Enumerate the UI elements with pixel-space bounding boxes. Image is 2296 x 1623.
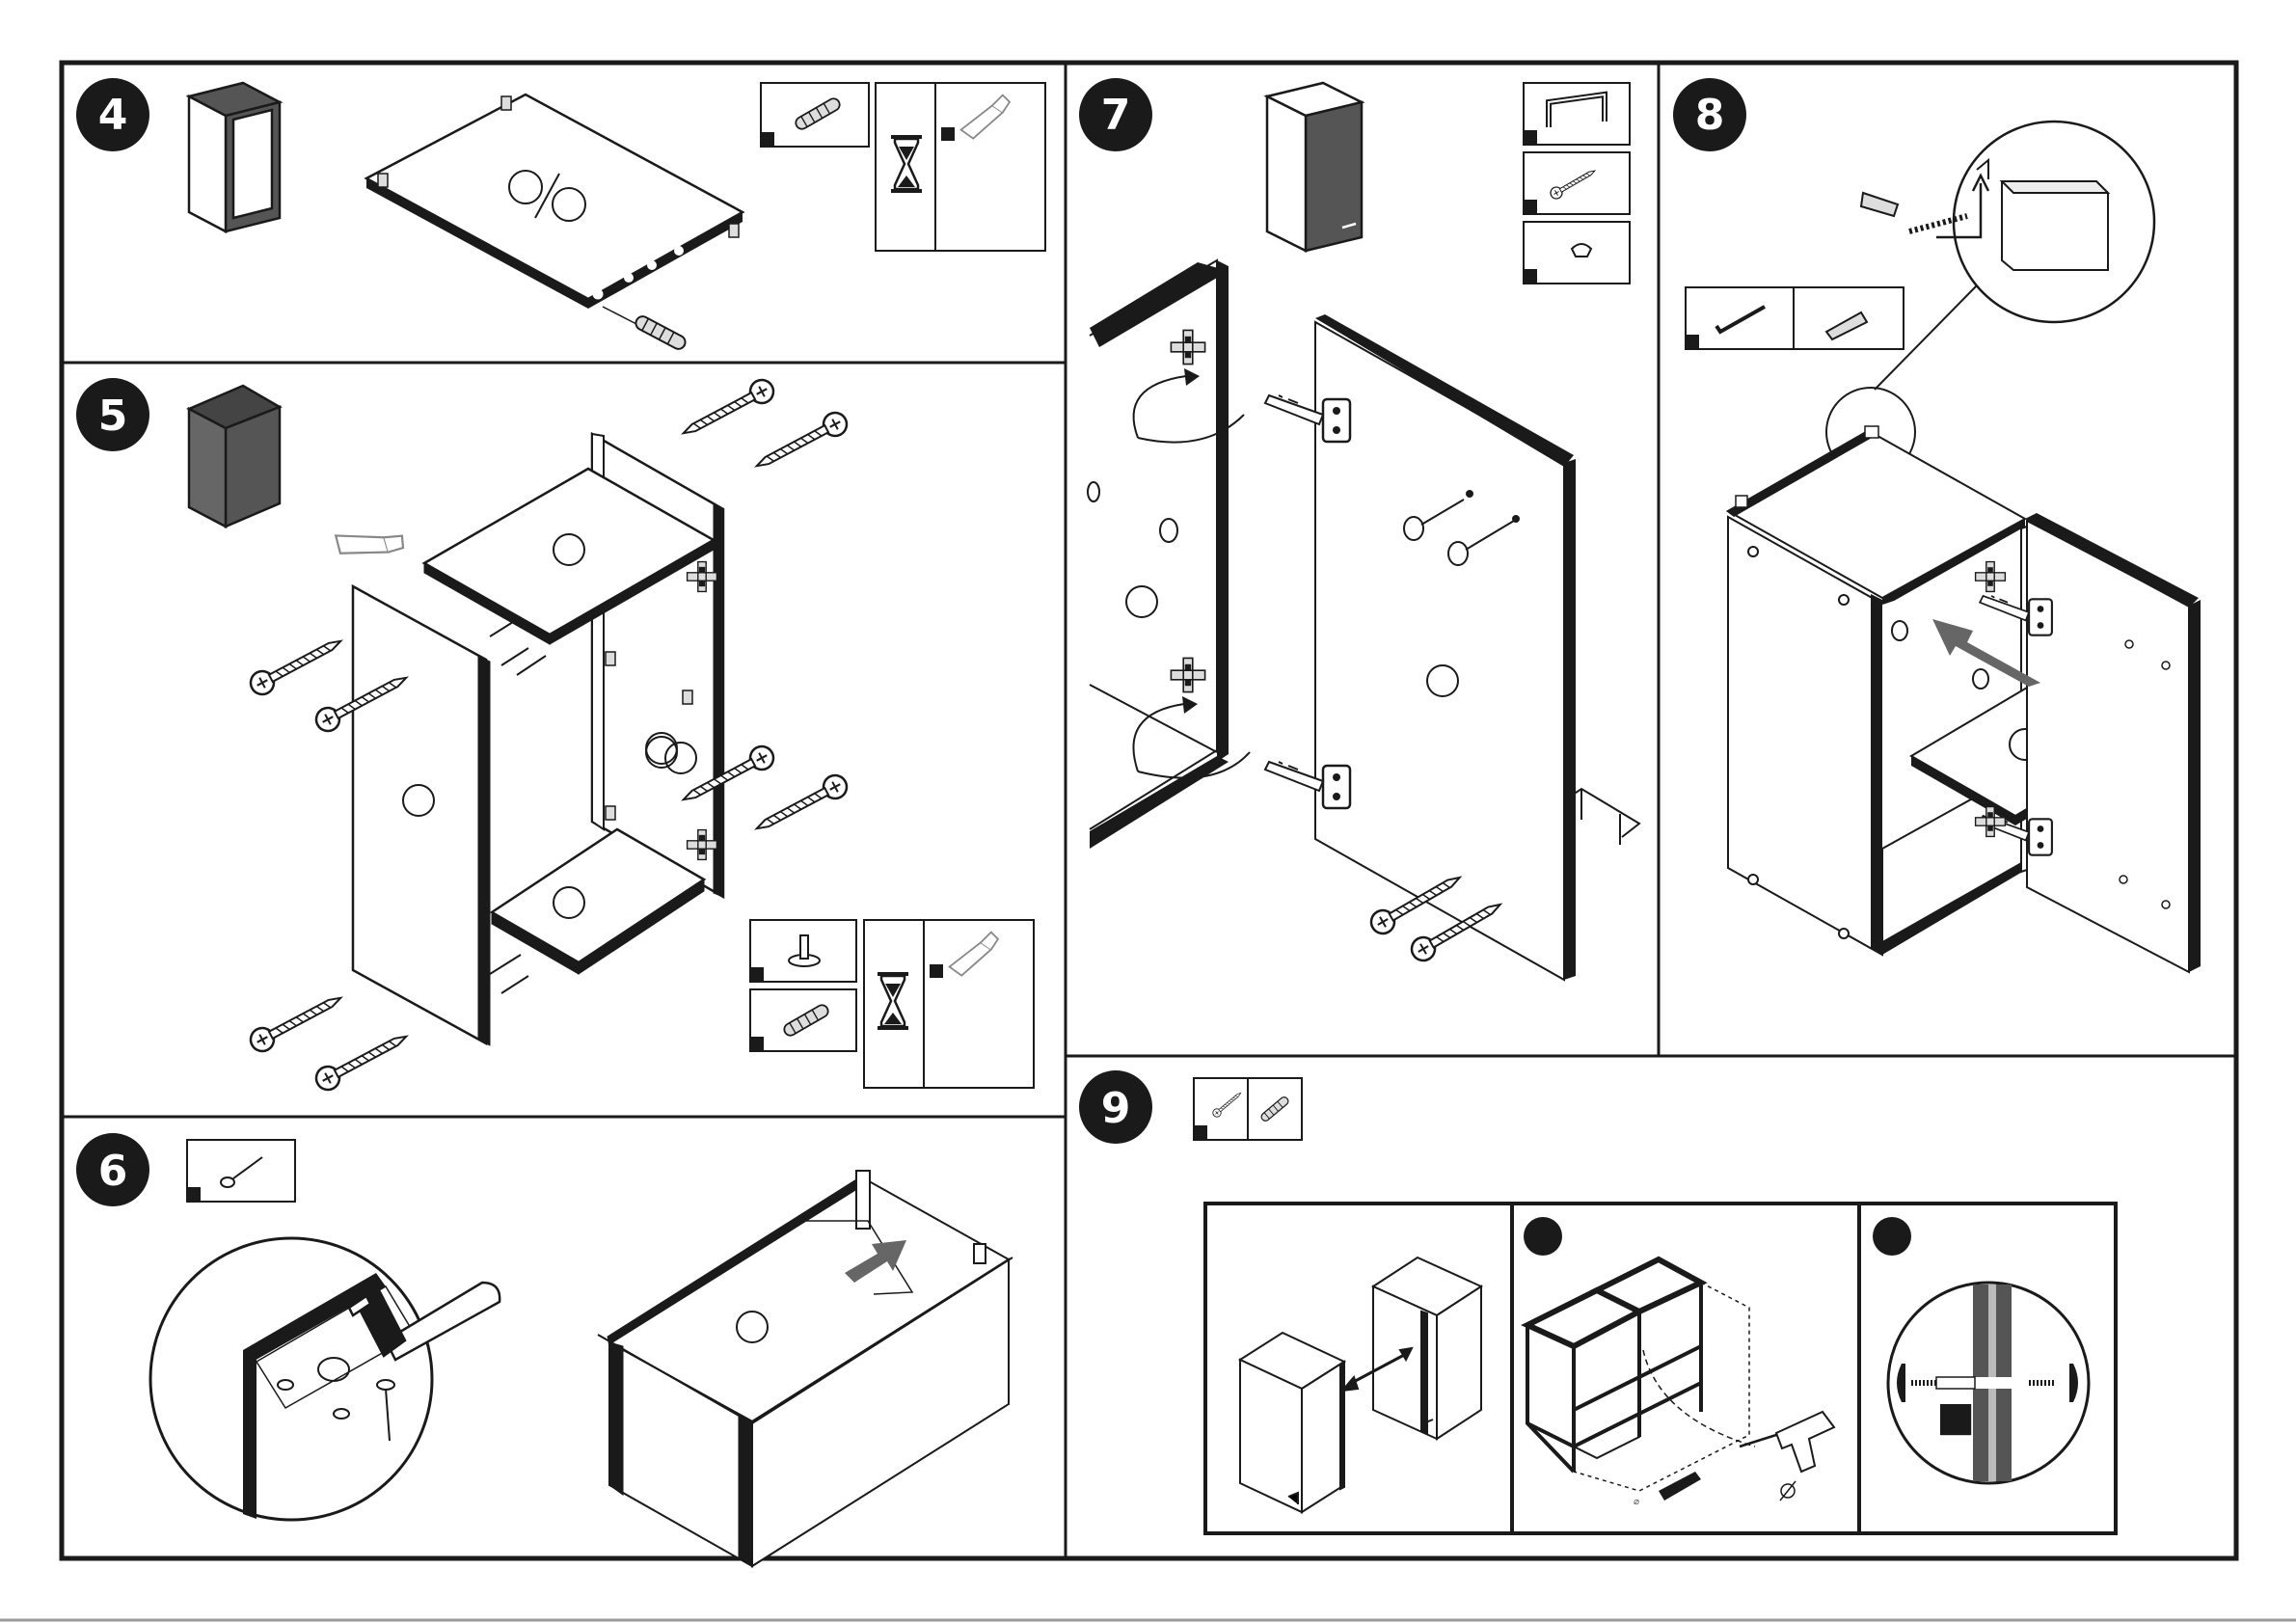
screw-icon xyxy=(312,1026,412,1094)
hanging-cabinet-assembled xyxy=(1726,388,2201,972)
cabinet-thumbnail-icon xyxy=(189,386,280,527)
wall-hanger-detail-circle xyxy=(1861,122,2154,390)
step-7-panel: 7 xyxy=(1079,78,1639,980)
cabinet-thumbnail-icon xyxy=(189,83,280,231)
drawing-note: ⌀ xyxy=(1634,1497,1639,1507)
hinge-icon xyxy=(1265,395,1350,442)
step-4-panel: 4 xyxy=(76,78,1045,351)
step-9-number: 9 xyxy=(1101,1084,1131,1133)
step-8-panel: 8 xyxy=(1673,78,2201,972)
step-7-number: 7 xyxy=(1101,91,1131,140)
knob-icon xyxy=(1572,244,1591,257)
dowel-icon xyxy=(634,314,688,352)
screw-icon xyxy=(751,771,851,839)
screw-icon xyxy=(678,376,777,444)
step-5-parts-legend xyxy=(750,920,1034,1088)
hinge-icon xyxy=(1265,762,1350,808)
nailing-detail-circle xyxy=(150,1238,500,1520)
screw-icon xyxy=(751,409,851,476)
step-8-number: 8 xyxy=(1695,91,1725,140)
door-panel xyxy=(1265,314,1639,980)
step-6-number: 6 xyxy=(98,1147,128,1196)
option-b-marker xyxy=(1524,1217,1562,1256)
option-c-marker xyxy=(1873,1217,1911,1256)
step-5-number: 5 xyxy=(98,392,128,441)
step-9-parts-legend xyxy=(1194,1078,1302,1140)
screw-icon xyxy=(247,987,346,1055)
step-6-parts-legend xyxy=(187,1140,295,1202)
shelf-board xyxy=(366,95,743,351)
step-9-panel: 9 xyxy=(1079,1070,2116,1533)
screw-icon xyxy=(247,631,346,698)
cabinet-thumbnail-icon xyxy=(1267,83,1362,251)
back-panel-assembly xyxy=(598,1171,1013,1566)
step-4-parts-legend xyxy=(761,83,1045,251)
step-5-panel: 5 xyxy=(76,376,1034,1094)
step-4-number: 4 xyxy=(98,91,128,140)
carcass-screws xyxy=(247,376,851,1094)
carcass-exploded-view xyxy=(353,434,723,1045)
glue-icon xyxy=(329,503,409,582)
connecting-options-box: ⌀ xyxy=(1205,1204,2116,1533)
step-7-parts-legend xyxy=(1524,83,1630,284)
step-8-parts-legend xyxy=(1686,287,1904,349)
cabinet-side-wall xyxy=(1088,260,1250,849)
step-6-panel: 6 xyxy=(76,1133,1013,1566)
